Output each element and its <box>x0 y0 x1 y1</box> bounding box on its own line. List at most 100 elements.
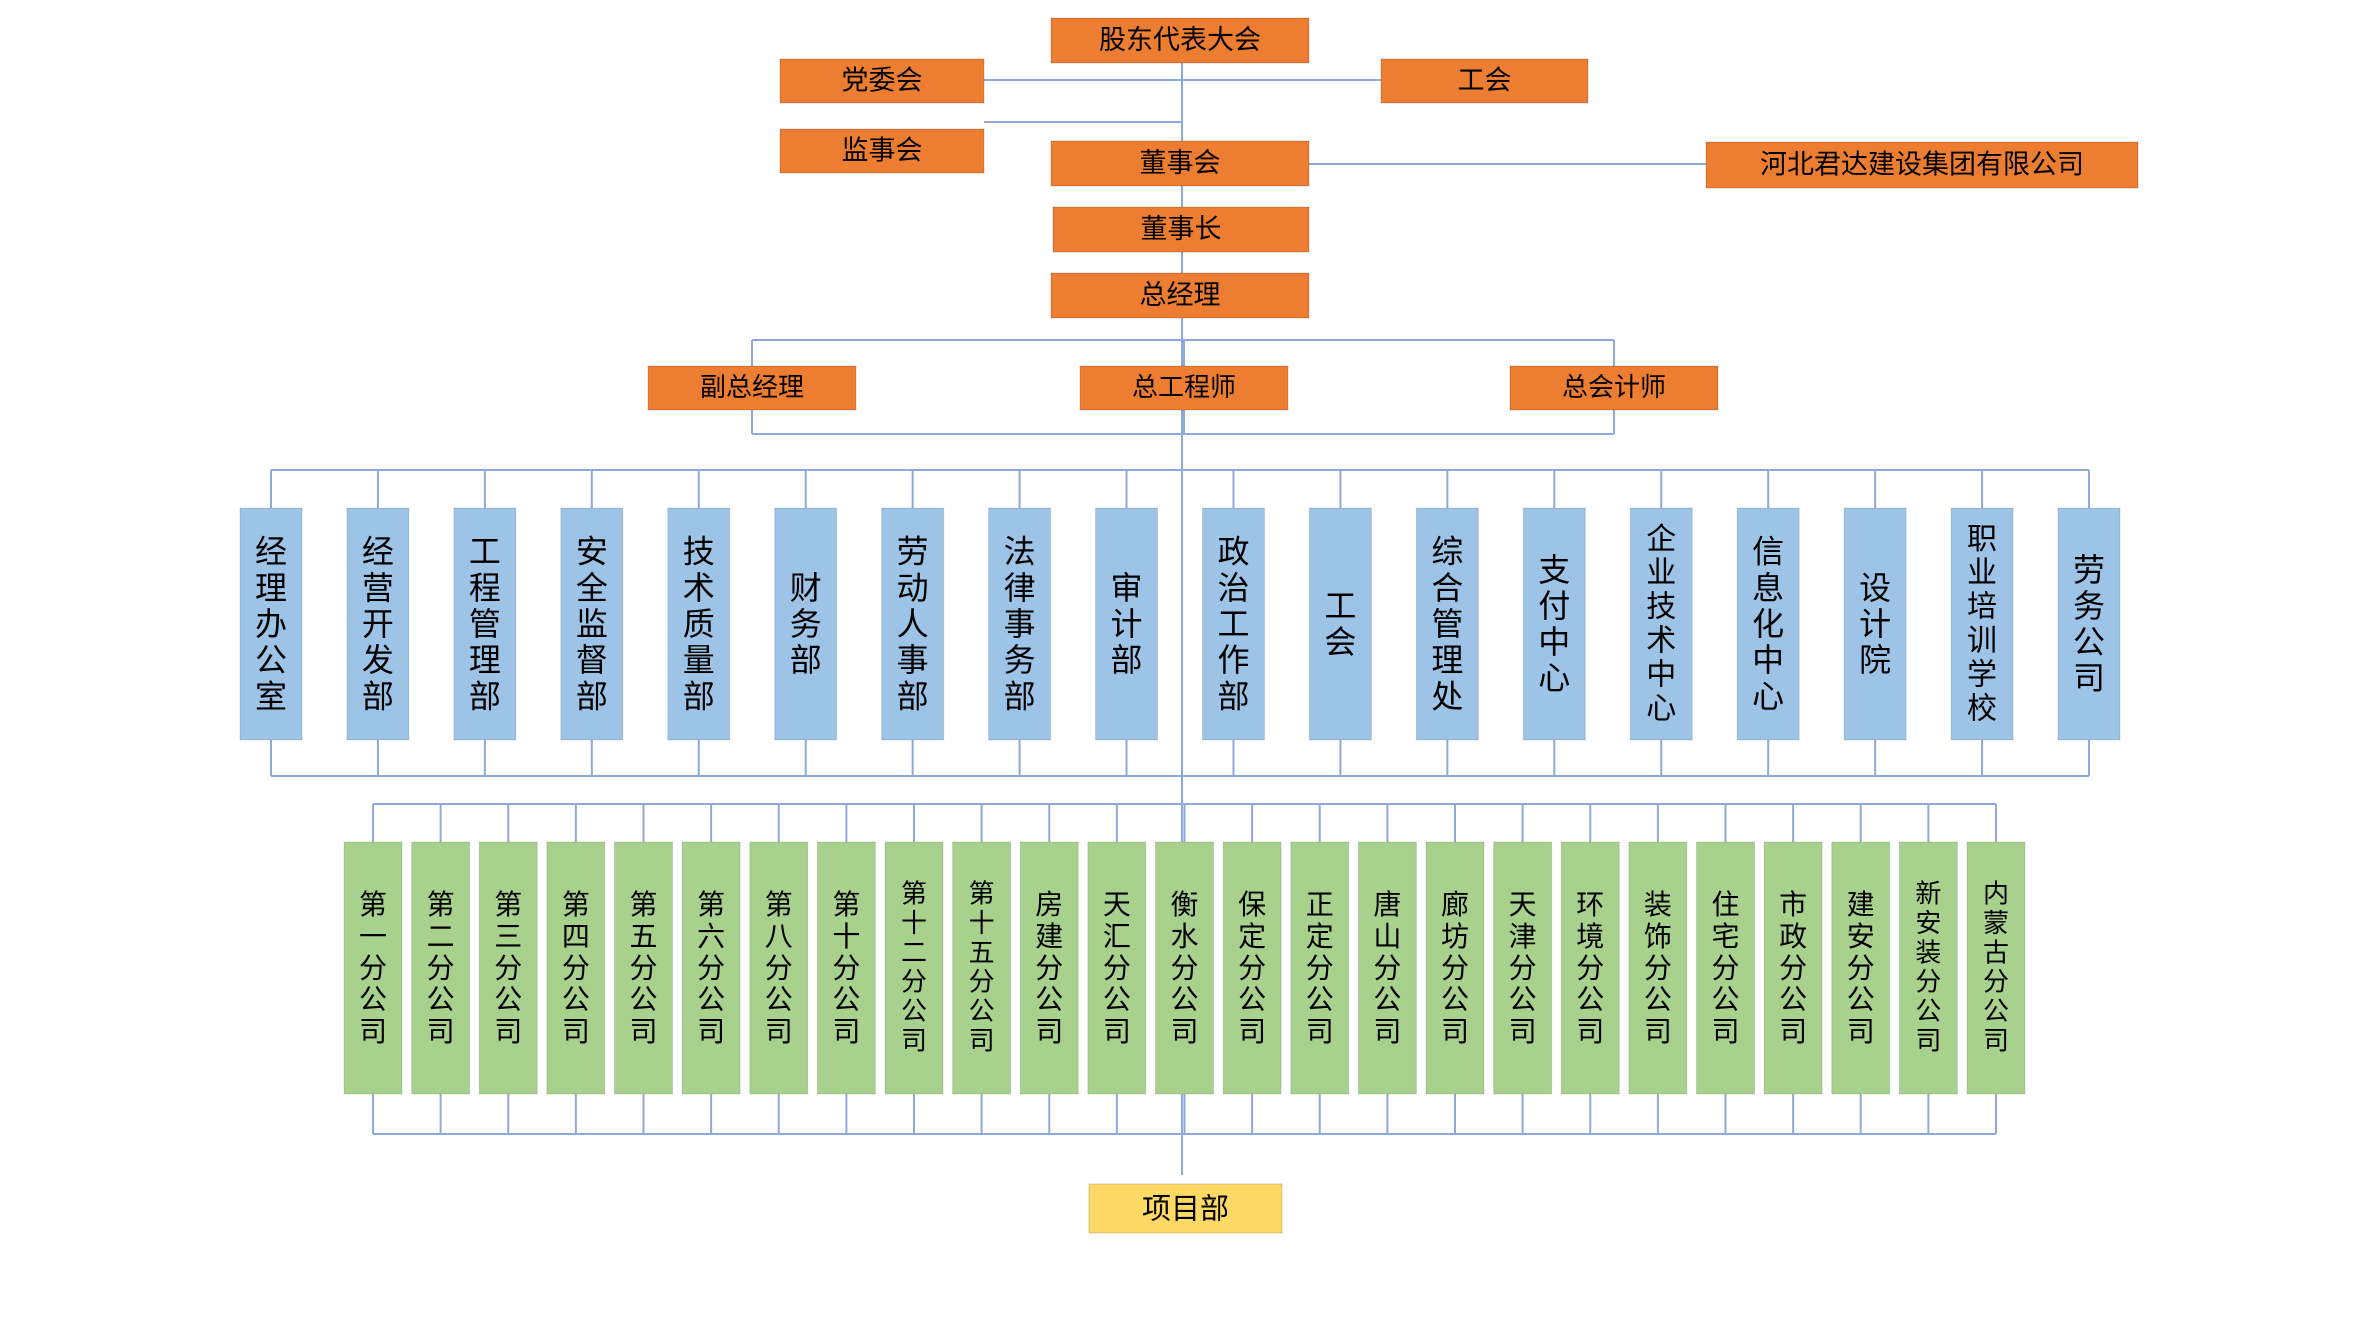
department-node-10-label: 政治工作部 <box>1217 533 1249 716</box>
department-node-5-label: 技术质量部 <box>683 533 715 716</box>
department-node-17: 职业培训学校 <box>1950 507 2014 741</box>
branch-node-24-label: 新安装分公司 <box>1915 880 1941 1057</box>
deputy-node-3: 总会计师 <box>1509 365 1719 411</box>
union-top-node-label: 工会 <box>1458 66 1512 97</box>
connector-lines <box>270 42 2090 1175</box>
branch-node-22-label: 市政分公司 <box>1779 888 1807 1048</box>
branch-node-5-box <box>614 841 673 1095</box>
department-node-15-label: 信息化中心 <box>1752 533 1784 716</box>
shareholders-meeting-node: 股东代表大会 <box>1050 17 1310 64</box>
project-department-node: 项目部 <box>1088 1183 1283 1234</box>
department-node-18-label: 劳务公司 <box>2073 551 2105 697</box>
department-node-15: 信息化中心 <box>1736 507 1800 741</box>
branch-node-25-box <box>1966 841 2026 1095</box>
branch-node-13-label: 衡水分公司 <box>1170 888 1198 1048</box>
branch-node-16-label: 唐山分公司 <box>1373 888 1401 1048</box>
deputy-node-2: 总工程师 <box>1079 365 1289 411</box>
department-node-9-box <box>1095 507 1159 741</box>
branch-node-12: 天汇分公司 <box>1087 841 1147 1095</box>
chairman-node-label: 董事长 <box>1141 214 1222 245</box>
branch-node-1-label: 第一分公司 <box>359 888 387 1048</box>
chairman-node-box <box>1052 206 1310 253</box>
chairman-node: 董事长 <box>1052 206 1310 253</box>
department-node-2-label: 经营开发部 <box>362 533 394 716</box>
branch-node-14-label: 保定分公司 <box>1238 888 1266 1048</box>
branch-node-3: 第三分公司 <box>478 841 538 1095</box>
branch-node-16-box <box>1357 841 1417 1095</box>
group-company-node: 河北君达建设集团有限公司 <box>1705 141 2139 189</box>
party-committee-node-box <box>779 58 985 104</box>
general-manager-node: 总经理 <box>1050 272 1310 319</box>
department-node-6-label: 财务部 <box>790 569 822 679</box>
branch-node-13-box <box>1155 841 1214 1095</box>
branch-node-2-label: 第二分公司 <box>427 888 455 1048</box>
department-node-9-label: 审计部 <box>1111 569 1143 679</box>
supervisors-node-box <box>779 128 985 174</box>
branch-node-15-label: 正定分公司 <box>1306 888 1334 1048</box>
branch-node-4-box <box>546 841 606 1095</box>
deputy-node-1-box <box>647 365 857 411</box>
branch-node-3-label: 第三分公司 <box>494 888 522 1048</box>
branch-node-23-label: 建安分公司 <box>1847 888 1875 1048</box>
department-node-17-label: 职业培训学校 <box>1967 522 1997 727</box>
department-node-9: 审计部 <box>1095 507 1159 741</box>
branch-node-1: 第一分公司 <box>343 841 403 1095</box>
department-node-16: 设计院 <box>1843 507 1907 741</box>
branch-node-25-label: 内蒙古分公司 <box>1983 880 2009 1057</box>
department-node-5-box <box>667 507 731 741</box>
general-manager-node-box <box>1050 272 1310 319</box>
branch-node-1-box <box>343 841 403 1095</box>
branch-node-2-box <box>411 841 471 1095</box>
branch-node-10-box <box>952 841 1012 1095</box>
department-node-4: 安全监督部 <box>560 507 624 741</box>
department-node-2-box <box>346 507 410 741</box>
branch-node-21: 住宅分公司 <box>1696 841 1755 1095</box>
branch-node-25: 内蒙古分公司 <box>1966 841 2026 1095</box>
branch-node-20-label: 装饰分公司 <box>1644 888 1672 1048</box>
party-committee-node: 党委会 <box>779 58 985 104</box>
department-node-18: 劳务公司 <box>2057 507 2121 741</box>
department-node-11-label: 工会 <box>1324 587 1356 661</box>
branch-node-14: 保定分公司 <box>1222 841 1282 1095</box>
branch-node-4-label: 第四分公司 <box>562 888 590 1048</box>
branch-node-8-box <box>816 841 876 1095</box>
branch-node-15: 正定分公司 <box>1290 841 1350 1095</box>
branch-node-6-box <box>681 841 741 1095</box>
branch-node-19-box <box>1560 841 1620 1095</box>
branch-node-23-box <box>1831 841 1891 1095</box>
department-node-3-label: 工程管理部 <box>469 533 501 716</box>
group-company-node-box <box>1705 141 2139 189</box>
board-node-box <box>1050 140 1310 187</box>
department-node-13-label: 支付中心 <box>1538 551 1570 697</box>
branch-node-17-label: 廊坊分公司 <box>1441 888 1469 1048</box>
department-node-12-box <box>1415 507 1479 741</box>
branch-node-19: 环境分公司 <box>1560 841 1620 1095</box>
supervisors-node: 监事会 <box>779 128 985 174</box>
branch-node-24-box <box>1898 841 1958 1095</box>
department-node-13-box <box>1522 507 1586 741</box>
project-department-node-box <box>1088 1183 1283 1234</box>
branch-node-18: 天津分公司 <box>1493 841 1553 1095</box>
branch-node-8: 第十分公司 <box>816 841 876 1095</box>
branch-node-11-label: 房建分公司 <box>1035 888 1063 1048</box>
branch-node-18-box <box>1493 841 1553 1095</box>
board-node-label: 董事会 <box>1140 148 1221 179</box>
department-node-4-label: 安全监督部 <box>576 533 608 716</box>
branch-node-17-box <box>1425 841 1485 1095</box>
branch-node-20-box <box>1628 841 1688 1095</box>
branch-node-21-box <box>1696 841 1755 1095</box>
department-node-16-label: 设计院 <box>1859 569 1891 679</box>
department-node-6: 财务部 <box>774 507 838 741</box>
branch-node-24: 新安装分公司 <box>1898 841 1958 1095</box>
department-node-12: 综合管理处 <box>1415 507 1479 741</box>
department-node-1-box <box>239 507 303 741</box>
board-node: 董事会 <box>1050 140 1310 187</box>
department-node-16-box <box>1843 507 1907 741</box>
department-node-11-box <box>1308 507 1372 741</box>
department-node-4-box <box>560 507 624 741</box>
branch-node-7-label: 第八分公司 <box>765 888 793 1048</box>
branch-node-10: 第十五分公司 <box>952 841 1012 1095</box>
department-node-8-box <box>988 507 1052 741</box>
department-node-17-box <box>1950 507 2014 741</box>
branch-node-4: 第四分公司 <box>546 841 606 1095</box>
